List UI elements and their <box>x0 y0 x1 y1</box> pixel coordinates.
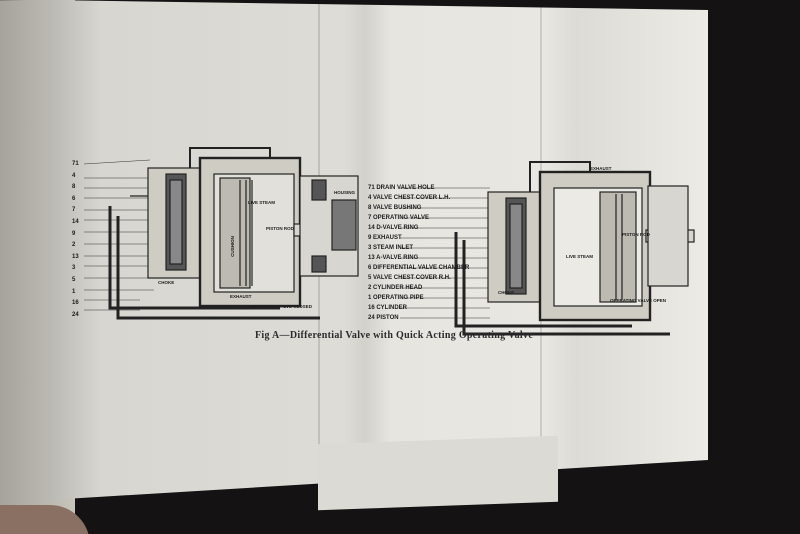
left-callout-number: 4 <box>72 172 76 179</box>
left-callout-number: 1 <box>72 288 76 295</box>
legend-entry: 9 EXHAUST <box>368 235 402 241</box>
left-live-steam-label: LIVE STEAM <box>248 200 276 205</box>
left-piston-rod-label: PISTON ROD <box>266 226 294 231</box>
left-callout-number: 6 <box>72 195 76 202</box>
valve-drawings <box>83 147 695 336</box>
legend-entry: 71 DRAIN VALVE HOLE <box>368 185 435 191</box>
right-live-steam-label: LIVE STEAM <box>566 254 594 259</box>
legend-entry: 14 D-VALVE RING <box>368 225 419 231</box>
left-callout-number: 8 <box>72 184 76 191</box>
left-callout-number: 3 <box>72 265 76 272</box>
legend-entry: 1 OPERATING PIPE <box>368 295 424 301</box>
legend-entry: 6 DIFFERENTIAL VALVE CHAMBER <box>368 265 470 271</box>
thumb <box>0 505 90 534</box>
left-housing-label: HOUSING <box>334 190 356 195</box>
legend-entry: 2 CYLINDER HEAD <box>368 285 423 291</box>
right-piston-rod-label: PISTON ROD <box>622 232 650 237</box>
left-callout-number: 16 <box>72 300 79 307</box>
left-cushion-label: CUSHION <box>229 236 235 257</box>
legend-entry: 5 VALVE CHEST COVER R.H. <box>368 275 451 281</box>
right-exhaust-label: EXHAUST <box>590 166 612 171</box>
legend-entry: 24 PISTON <box>368 315 399 321</box>
legend-entry: 7 OPERATING VALVE <box>368 215 430 221</box>
legend-entry: 16 CYLINDER <box>368 305 408 311</box>
figure-caption: Fig A—Differential Valve with Quick Acti… <box>255 330 534 341</box>
left-callout-number: 7 <box>72 207 76 214</box>
left-valve-drawing <box>83 147 359 320</box>
left-choke-label: CHOKE <box>158 280 175 285</box>
right-valve-open-label: OPERATING VALVE OPEN <box>610 298 667 303</box>
left-callout-number: 71 <box>72 161 79 167</box>
legend-entry: 4 VALVE CHEST COVER L.H. <box>368 195 451 201</box>
left-callout-number: 14 <box>72 219 79 225</box>
sheet-lower-flap <box>318 435 558 511</box>
left-exhaust-label: EXHAUST <box>230 294 252 299</box>
legend-entry: 8 VALVE BUSHING <box>368 205 422 211</box>
right-choke-label: CHOKE <box>498 290 515 295</box>
left-valve-closed-label: OPERATING VALVE CLOSED <box>250 304 313 309</box>
left-callout-number: 13 <box>72 253 79 260</box>
right-valve-drawing <box>400 161 695 336</box>
left-callout-number: 24 <box>72 311 79 318</box>
left-callout-number: 9 <box>72 230 76 237</box>
left-callout-number: 5 <box>72 277 76 283</box>
legend-entry: 13 A-VALVE RING <box>368 255 419 261</box>
left-callout-number: 2 <box>72 242 76 249</box>
legend-entry: 3 STEAM INLET <box>368 245 414 251</box>
